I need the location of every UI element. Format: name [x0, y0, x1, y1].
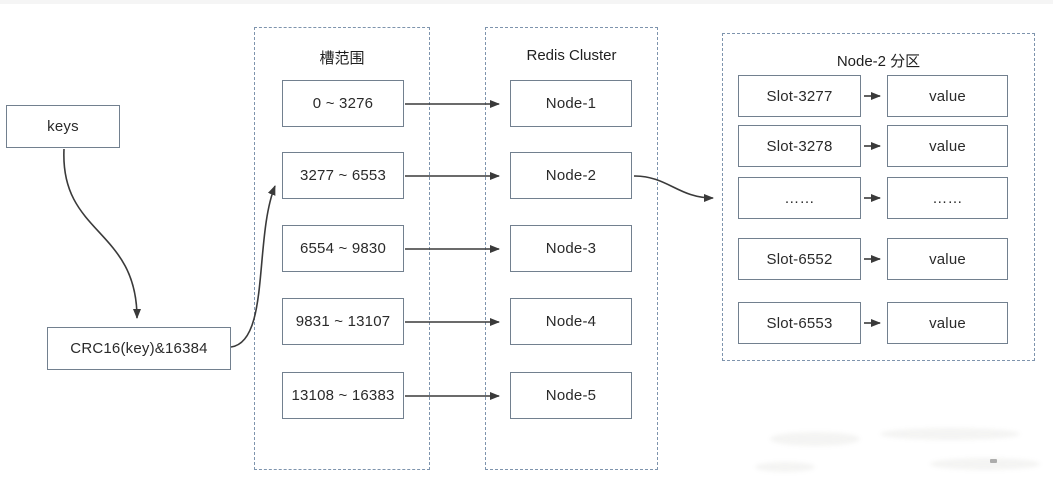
partition-value-label-3: ……	[932, 189, 963, 207]
partition-value-label-5: value	[929, 314, 966, 332]
partition-panel-container	[722, 33, 1035, 361]
partition-slot-label-5: Slot-6553	[766, 314, 833, 332]
slot-range-box-1: 0 ~ 3276	[282, 80, 404, 127]
node-box-5: Node-5	[510, 372, 632, 419]
node-label-3: Node-3	[545, 240, 597, 257]
top-edge-strip	[0, 0, 1053, 4]
crc16-label: CRC16(key)&16384	[70, 340, 208, 357]
partition-value-label-1: value	[929, 87, 966, 105]
partition-slot-label-1: Slot-3277	[766, 87, 833, 105]
slot-range-box-4: 9831 ~ 13107	[282, 298, 404, 345]
node-box-3: Node-3	[510, 225, 632, 272]
slot-range-label-3: 6554 ~ 9830	[299, 240, 387, 257]
partition-slot-box-5: Slot-6553	[738, 302, 861, 344]
node-label-4: Node-4	[545, 313, 597, 330]
arrow-keys-to-crc16-icon	[63, 148, 141, 319]
partition-slot-label-2: Slot-3278	[766, 137, 833, 155]
crc16-box: CRC16(key)&16384	[47, 327, 231, 370]
partition-value-box-2: value	[887, 125, 1008, 167]
redis-cluster-title: Redis Cluster	[526, 47, 617, 64]
partition-slot-box-1: Slot-3277	[738, 75, 861, 117]
partition-slot-box-4: Slot-6552	[738, 238, 861, 280]
watermark-smudge	[930, 458, 1040, 470]
watermark-smudge	[770, 432, 860, 446]
keys-label: keys	[47, 118, 79, 135]
partition-value-box-1: value	[887, 75, 1008, 117]
watermark-smudge	[880, 428, 1020, 440]
slot-range-label-2: 3277 ~ 6553	[299, 167, 387, 184]
partition-value-label-2: value	[929, 137, 966, 155]
partition-value-box-4: value	[887, 238, 1008, 280]
node-label-5: Node-5	[545, 387, 597, 404]
slot-range-label-1: 0 ~ 3276	[312, 95, 374, 112]
slot-range-box-3: 6554 ~ 9830	[282, 225, 404, 272]
partition-value-box-3: ……	[887, 177, 1008, 219]
partition-value-box-5: value	[887, 302, 1008, 344]
node-label-1: Node-1	[545, 95, 597, 112]
partition-slot-label-3: ……	[784, 189, 815, 207]
partition-slot-label-4: Slot-6552	[766, 250, 833, 268]
keys-box: keys	[6, 105, 120, 148]
partition-value-label-4: value	[929, 250, 966, 268]
slot-range-box-5: 13108 ~ 16383	[282, 372, 404, 419]
node-box-4: Node-4	[510, 298, 632, 345]
partition-slot-box-2: Slot-3278	[738, 125, 861, 167]
slot-range-box-2: 3277 ~ 6553	[282, 152, 404, 199]
node-box-2: Node-2	[510, 152, 632, 199]
watermark-speck	[990, 459, 997, 463]
slot-range-label-5: 13108 ~ 16383	[291, 387, 395, 404]
watermark-smudge	[755, 462, 815, 472]
slot-range-title: 槽范围	[319, 50, 365, 67]
partition-slot-box-3: ……	[738, 177, 861, 219]
node-box-1: Node-1	[510, 80, 632, 127]
slot-range-label-4: 9831 ~ 13107	[295, 313, 391, 330]
partition-panel-title: Node-2 分区	[836, 53, 921, 70]
node-label-2: Node-2	[545, 167, 597, 184]
